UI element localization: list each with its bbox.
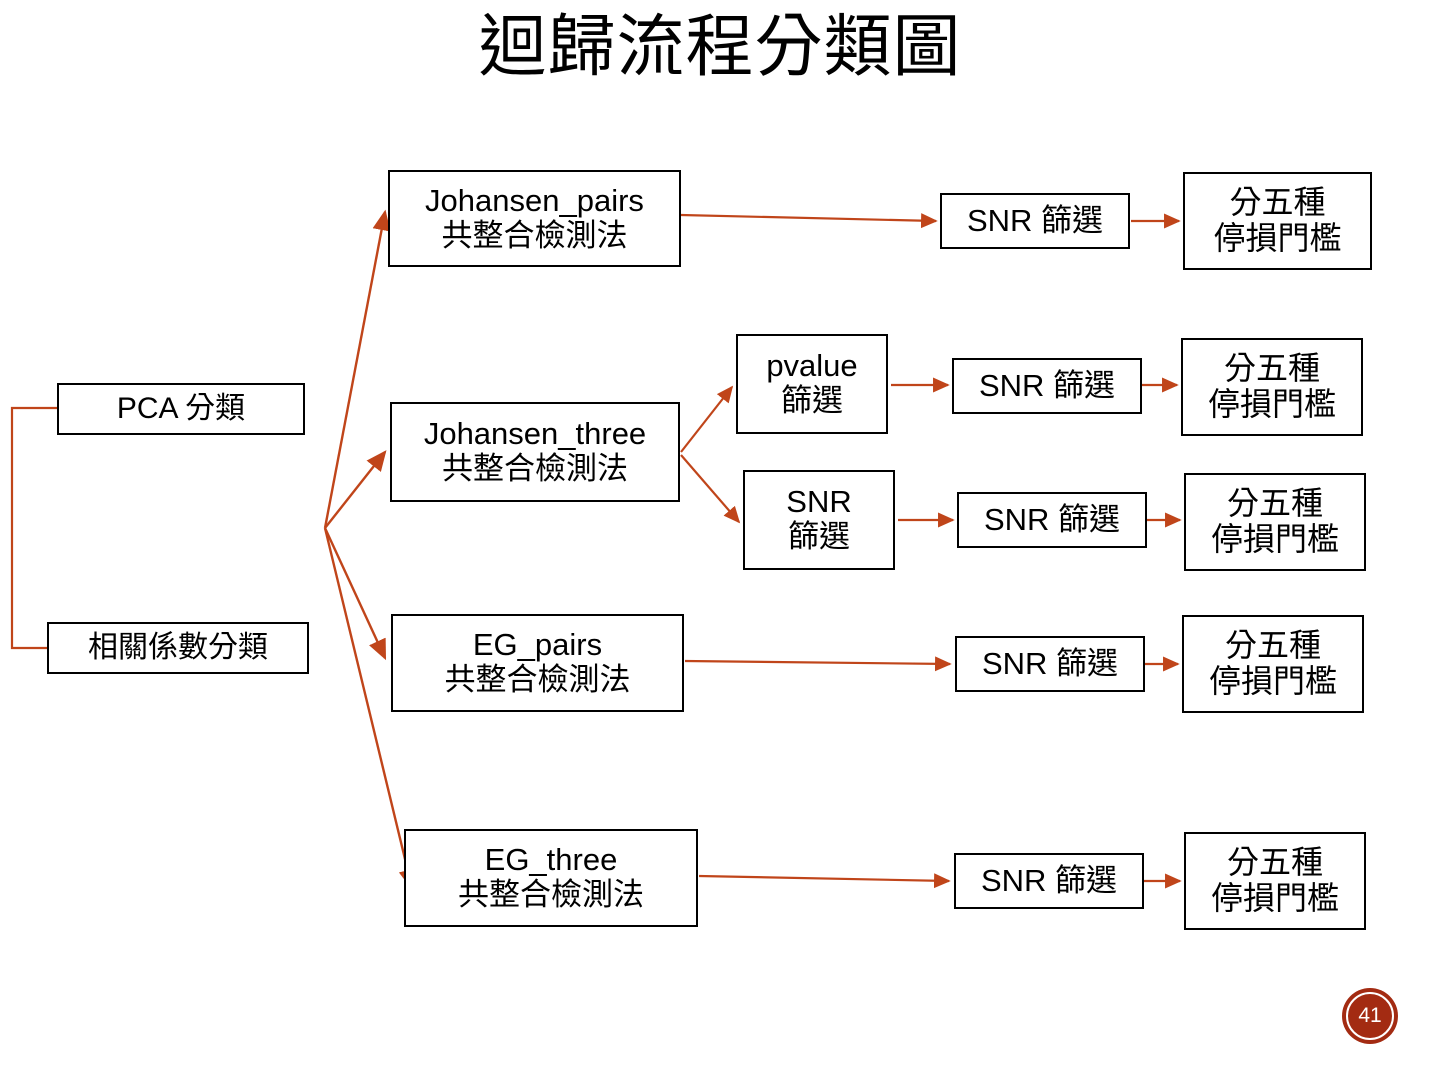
node-stop-loss-4[interactable]: 分五種 停損門檻 <box>1182 615 1364 713</box>
node-label-line2: 共整合檢測法 <box>458 877 644 912</box>
node-label-line1: 分五種 <box>1223 350 1320 387</box>
node-label-line2: 停損門檻 <box>1207 386 1336 422</box>
node-label-line2: 停損門檻 <box>1210 521 1339 557</box>
node-label-line2: 篩選 <box>781 383 843 418</box>
node-label-line2: 共整合檢測法 <box>441 217 628 253</box>
node-label-line1: 分五種 <box>1226 485 1323 522</box>
node-label-line2: 共整合檢測法 <box>444 662 631 697</box>
node-stop-loss-2[interactable]: 分五種 停損門檻 <box>1181 338 1363 436</box>
node-label-line2: 停損門檻 <box>1213 220 1342 256</box>
row2-split-arrows <box>680 385 741 524</box>
node-label-line2: 停損門檻 <box>1208 663 1337 699</box>
node-stop-loss-1[interactable]: 分五種 停損門檻 <box>1183 172 1372 270</box>
node-snr-screen-3[interactable]: SNR 篩選 <box>957 492 1147 548</box>
node-label: SNR 篩選 <box>980 862 1118 898</box>
node-eg-pairs[interactable]: EG_pairs 共整合檢測法 <box>391 614 684 712</box>
page-title: 迴歸流程分類圖 <box>478 9 962 85</box>
node-snr-screen-2[interactable]: SNR 篩選 <box>952 358 1142 414</box>
node-label-line1: pvalue <box>766 348 858 384</box>
node-label-line1: 分五種 <box>1229 184 1326 221</box>
node-pvalue-filter[interactable]: pvalue 篩選 <box>736 334 888 434</box>
node-label-line2: 共整合檢測法 <box>442 451 628 486</box>
node-stop-loss-3[interactable]: 分五種 停損門檻 <box>1184 473 1366 571</box>
node-snr-filter[interactable]: SNR 篩選 <box>743 470 895 570</box>
node-correlation-classification[interactable]: 相關係數分類 <box>47 622 309 674</box>
node-label: SNR 篩選 <box>983 501 1121 537</box>
node-label-line1: EG_three <box>484 842 618 878</box>
input-bracket <box>10 406 57 650</box>
node-label: SNR 篩選 <box>981 645 1119 681</box>
node-label: PCA 分類 <box>116 392 246 426</box>
node-label-line1: SNR <box>786 484 852 520</box>
node-johansen-pairs[interactable]: Johansen_pairs 共整合檢測法 <box>388 170 681 267</box>
page-number-badge: 41 <box>1342 988 1398 1044</box>
badge-ring <box>1346 992 1394 1040</box>
node-eg-three[interactable]: EG_three 共整合檢測法 <box>404 829 698 927</box>
node-label: 相關係數分類 <box>88 631 268 665</box>
node-label-line2: 篩選 <box>788 519 850 554</box>
fanout-arrows <box>323 209 417 891</box>
node-pca-classification[interactable]: PCA 分類 <box>57 383 305 435</box>
node-label-line1: EG_pairs <box>472 627 603 663</box>
page-number-label: 41 <box>1358 1004 1382 1027</box>
node-label-line1: 分五種 <box>1224 627 1321 664</box>
node-snr-screen-1[interactable]: SNR 篩選 <box>940 193 1130 249</box>
node-label-line1: Johansen_three <box>423 416 647 452</box>
node-label-line1: 分五種 <box>1226 844 1323 881</box>
node-label: SNR 篩選 <box>978 367 1116 403</box>
node-label-line2: 停損門檻 <box>1210 880 1339 916</box>
node-johansen-three[interactable]: Johansen_three 共整合檢測法 <box>390 402 680 502</box>
node-label-line1: Johansen_pairs <box>425 182 644 218</box>
node-snr-screen-4[interactable]: SNR 篩選 <box>955 636 1145 692</box>
node-snr-screen-5[interactable]: SNR 篩選 <box>954 853 1144 909</box>
node-stop-loss-5[interactable]: 分五種 停損門檻 <box>1184 832 1366 930</box>
node-label: SNR 篩選 <box>966 202 1104 238</box>
